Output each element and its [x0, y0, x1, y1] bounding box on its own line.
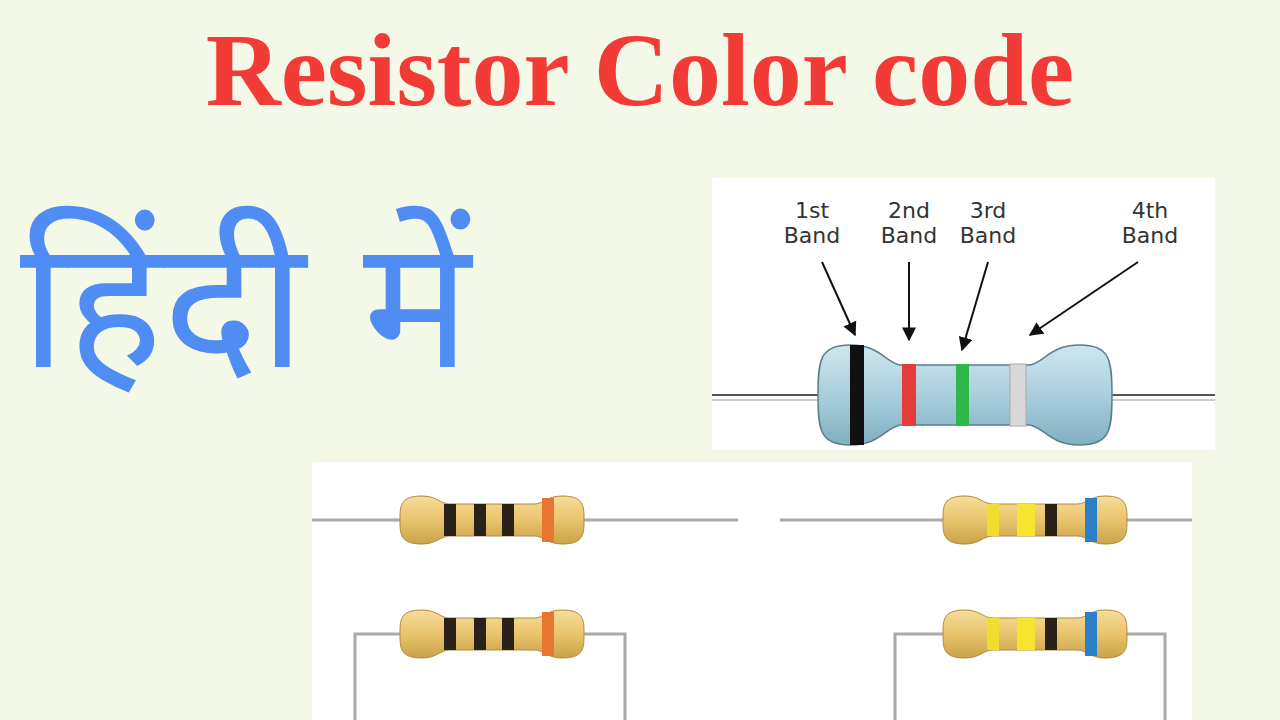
title: Resistor Color code: [206, 18, 1074, 122]
band-label: 4th Band: [1110, 198, 1190, 249]
resistor-photo: [400, 610, 584, 658]
band-label: 2nd Band: [869, 198, 949, 249]
resistor-photo: [943, 610, 1127, 658]
band-label: 3rd Band: [948, 198, 1028, 249]
leader-arrow: [822, 262, 1138, 350]
resistor-photo: [943, 496, 1127, 544]
subtitle: हिंदी में: [20, 188, 471, 422]
diagram-panel: [712, 178, 1215, 450]
resistor-symbol: [712, 345, 1215, 445]
band-label: 1st Band: [772, 198, 852, 249]
wire: [312, 520, 1192, 720]
resistor-photo: [400, 496, 584, 544]
photo-panel: [312, 462, 1192, 720]
